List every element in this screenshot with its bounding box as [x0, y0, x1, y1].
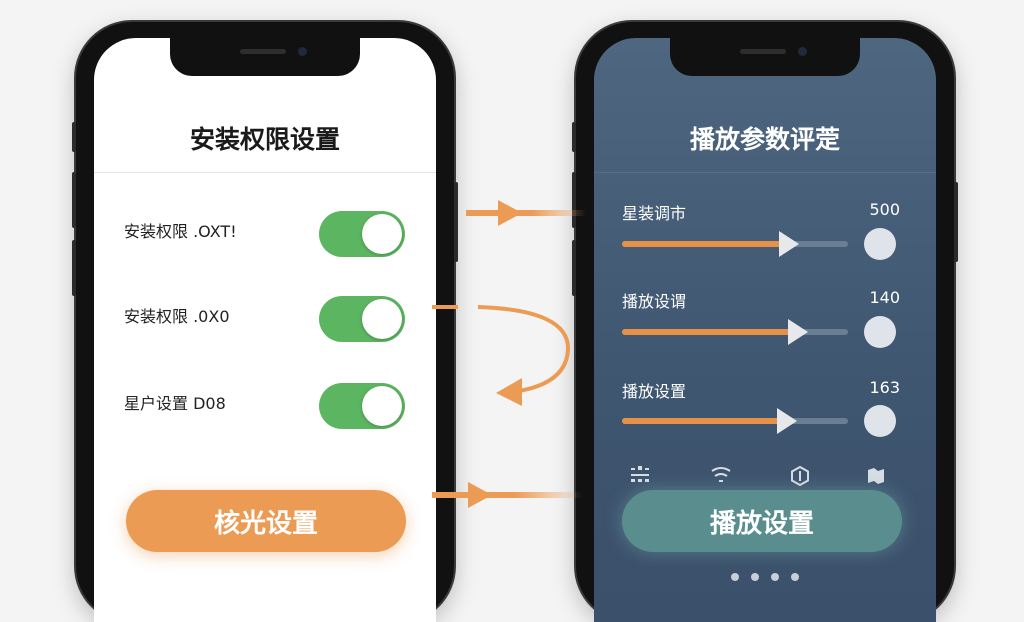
- right-phone: 播放参数评萣 星装调市 500 播放设谓 140 播放设置 163: [572, 22, 958, 622]
- permission-row-3-label: 星户设置 D08: [124, 394, 226, 413]
- notch: [170, 38, 360, 76]
- grid-icon[interactable]: [630, 466, 650, 489]
- camera: [298, 47, 307, 56]
- permission-toggle-3[interactable]: [319, 383, 405, 429]
- map-icon[interactable]: [866, 466, 886, 491]
- arrow-curved-icon: [432, 305, 571, 406]
- permission-toggle-1[interactable]: [319, 211, 405, 257]
- mute-switch: [572, 122, 576, 152]
- slider-3-track[interactable]: [622, 408, 848, 434]
- page-dot[interactable]: [771, 573, 779, 581]
- notch: [670, 38, 860, 76]
- slider-2-fill: [622, 329, 799, 335]
- slider-1-reset-button[interactable]: [864, 228, 896, 260]
- settings-button[interactable]: 核光设置: [126, 490, 406, 552]
- mute-switch: [72, 122, 76, 152]
- page-dot[interactable]: [731, 573, 739, 581]
- page-title: 安装权限设置: [189, 125, 340, 154]
- arrow-right-top-icon: [466, 200, 586, 226]
- slider-2-value: 140: [869, 288, 900, 307]
- permission-toggle-2[interactable]: [319, 296, 405, 342]
- slider-3-reset-button[interactable]: [864, 405, 896, 437]
- divider: [594, 172, 936, 173]
- speaker: [740, 49, 786, 54]
- slider-2-reset-button[interactable]: [864, 316, 896, 348]
- slider-3-fill: [622, 418, 787, 424]
- slider-1-label: 星装调市: [622, 204, 687, 223]
- slider-3-value: 163: [869, 378, 900, 397]
- slider-1-thumb[interactable]: [779, 231, 800, 257]
- volume-up-button: [72, 172, 76, 228]
- page-dot[interactable]: [751, 573, 759, 581]
- right-screen: 播放参数评萣 星装调市 500 播放设谓 140 播放设置 163: [594, 38, 936, 622]
- page-dot[interactable]: [791, 573, 799, 581]
- slider-1-track[interactable]: [622, 231, 848, 257]
- volume-down-button: [72, 240, 76, 296]
- toggle-knob: [362, 214, 402, 254]
- camera: [798, 47, 807, 56]
- toggle-knob: [362, 386, 402, 426]
- playback-settings-button[interactable]: 播放设置: [622, 490, 902, 552]
- wifi-icon[interactable]: [710, 466, 732, 489]
- power-button: [954, 182, 958, 262]
- left-phone: 安装权限设置 安装权限 .OXT! 安装权限 .0X0 星户设置 D08 核光设…: [72, 22, 458, 622]
- slider-3-label: 播放设置: [622, 382, 687, 401]
- slider-1-value: 500: [869, 200, 900, 219]
- hexagon-icon[interactable]: [790, 465, 810, 491]
- volume-up-button: [572, 172, 576, 228]
- toggle-knob: [362, 299, 402, 339]
- speaker: [240, 49, 286, 54]
- slider-2-thumb[interactable]: [788, 319, 809, 345]
- permission-row-1-label: 安装权限 .OXT!: [124, 222, 237, 241]
- slider-2-label: 播放设谓: [622, 292, 687, 311]
- left-screen: 安装权限设置 安装权限 .OXT! 安装权限 .0X0 星户设置 D08 核光设…: [94, 38, 436, 622]
- slider-2-track[interactable]: [622, 319, 848, 345]
- slider-1-fill: [622, 241, 790, 247]
- power-button: [454, 182, 458, 262]
- arrow-right-bottom-icon: [432, 482, 582, 508]
- permission-row-2-label: 安装权限 .0X0: [124, 307, 230, 326]
- divider: [94, 172, 436, 173]
- page-title: 播放参数评萣: [689, 125, 840, 154]
- flow-arrows: [432, 200, 586, 508]
- volume-down-button: [572, 240, 576, 296]
- slider-3-thumb[interactable]: [776, 408, 797, 434]
